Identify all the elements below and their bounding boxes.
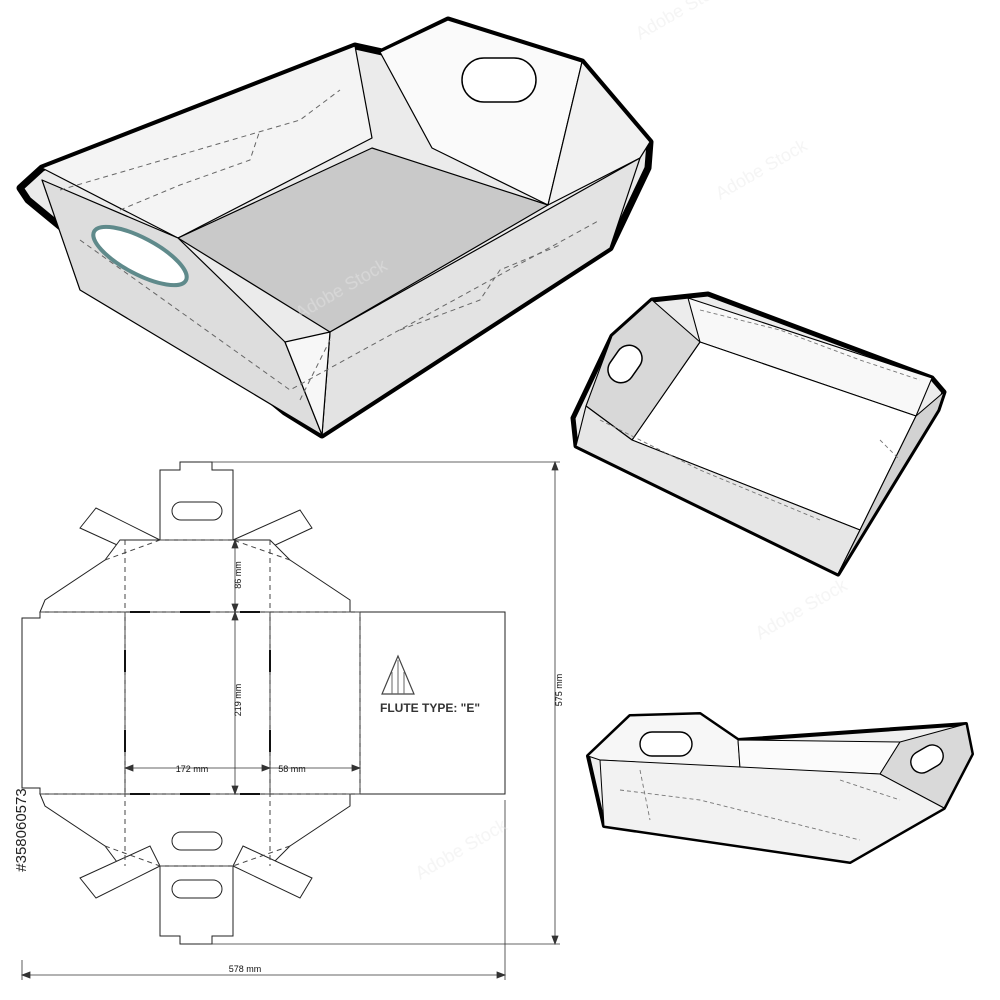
dieline-top-flap	[159, 461, 234, 541]
dim-total-width: 578 mm	[229, 964, 262, 974]
svg-text:Adobe Stock: Adobe Stock	[412, 815, 511, 884]
tray-small-right-handle	[910, 744, 944, 774]
tray-medium-fold-lines	[599, 309, 921, 521]
dieline-bottom-handle-1	[171, 831, 223, 851]
svg-text:Adobe Stock: Adobe Stock	[712, 135, 811, 204]
dim-base-width: 172 mm	[176, 764, 209, 774]
tray-large-back-wall	[41, 45, 373, 239]
svg-text:Adobe Stock: Adobe Stock	[752, 575, 851, 644]
tray-3d-medium	[570, 291, 947, 577]
tray-small-left-handle	[639, 731, 693, 757]
flute-icon	[381, 654, 415, 695]
dim-base-height: 219 mm	[233, 684, 243, 717]
dieline-slots	[124, 611, 271, 795]
tray-large-fold-lines	[59, 89, 601, 401]
tray-small-fold-lines	[619, 769, 901, 841]
tray-medium-right-wall	[837, 391, 945, 575]
tray-large-right-wall	[547, 61, 651, 206]
tray-large-back-handle	[461, 57, 537, 103]
dim-total-height: 575 mm	[554, 674, 564, 707]
tray-large-front-handle	[91, 224, 189, 288]
dieline-bottom-side-panel	[39, 793, 351, 867]
dimension-lines	[20, 460, 560, 980]
dieline-top-handle-1	[171, 501, 223, 521]
dieline-left-panel	[21, 611, 126, 795]
dieline-glue-panel	[359, 611, 506, 795]
tray-small-front-wall	[599, 759, 945, 863]
dieline-bottom-handle-2	[171, 879, 223, 899]
flute-type-label: FLUTE TYPE: "E"	[380, 701, 480, 715]
tray-large-corner-fold	[284, 331, 331, 436]
tray-medium-left-panel	[585, 299, 701, 441]
tray-3d-small	[586, 712, 974, 864]
dieline-bottom-flap	[159, 865, 234, 945]
svg-text:Adobe Stock: Adobe Stock	[632, 0, 731, 43]
dim-flap-height: 86 mm	[233, 561, 243, 589]
dim-side-width: 58 mm	[278, 764, 306, 774]
dieline-fold-lines	[40, 539, 361, 867]
stock-id: #358060573	[13, 788, 30, 871]
tray-large-floor	[177, 147, 549, 333]
tray-3d-large	[16, 16, 654, 439]
dieline-top-side-panel	[39, 539, 351, 613]
tray-medium-handle	[607, 344, 643, 384]
dieline-flat	[21, 461, 506, 945]
dieline-base	[124, 611, 271, 795]
